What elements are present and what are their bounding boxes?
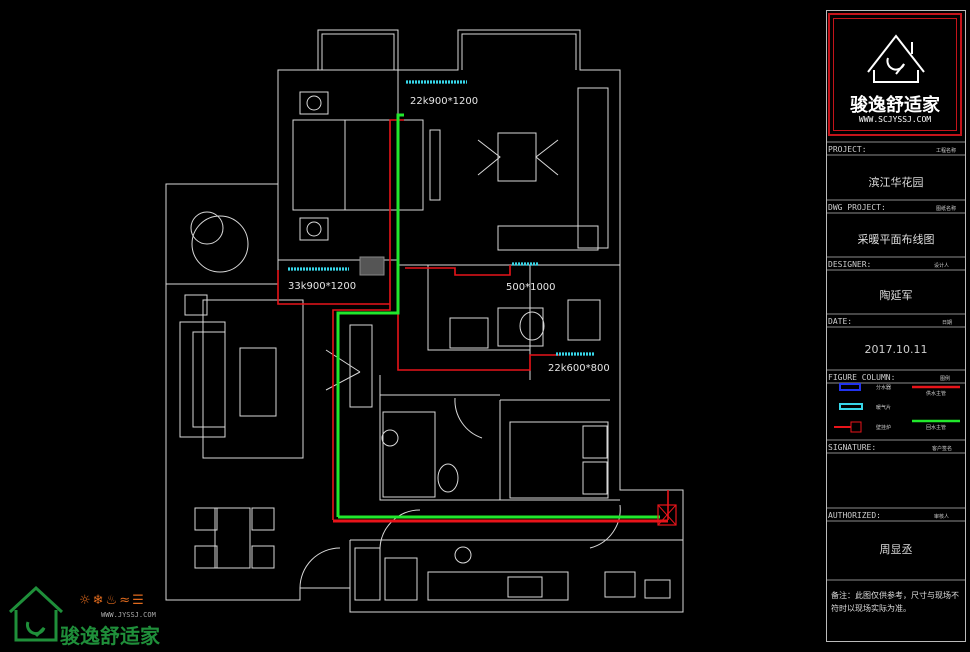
title-block [826,10,966,642]
designer-right-label: 设计人 [934,263,950,269]
watermark-icons: ☼❄♨≈☰ [79,593,146,608]
red-pipe-main [332,119,404,520]
legend-radiator-label: 暖气片 [876,405,892,411]
legend-boiler-label: 壁挂炉 [876,425,892,431]
note-text: 备注：此图仅供参考，尺寸与现场不符时以现场实际为准。 [831,591,959,613]
outer-wall [165,29,684,613]
authorized-right-label: 审核人 [934,514,950,520]
signature-right-label: 客户签名 [932,446,953,452]
kitchen-counter [427,571,569,601]
logo-house-icon [867,34,925,83]
designer-label: DESIGNER: [828,260,872,269]
tv-cabinet [349,324,373,408]
green-pipe-main [336,113,404,517]
logo-brand-text: 骏逸舒适家 [850,95,940,116]
logo-box: 骏逸舒适家 WWW.SCJYSSJ.COM [828,13,962,136]
legend-radiator-symbol [839,403,863,410]
master-bedroom-wall [277,70,398,261]
watermark-brand: 骏逸舒适家 [60,624,160,648]
project-value: 滨江华花园 [868,176,924,189]
dwg-label: DWG PROJECT: [828,203,886,212]
coffee-table [239,347,277,417]
master-bed [292,119,424,211]
wall-boiler [657,504,677,526]
authorized-label: AUTHORIZED: [828,511,881,520]
dining-table [214,507,251,569]
dwg-right-label: 图纸名称 [936,206,957,212]
balcony-top-left [317,29,399,70]
dwg-value: 采暖平面布线图 [857,233,935,246]
date-label: DATE: [828,317,853,326]
legend-supply-label: 供水主管 [926,391,947,397]
date-value: 2017.10.11 [864,343,928,356]
project-right-label: 工程名称 [936,148,957,154]
radiator-master-label: 22k900*1200 [410,96,478,107]
designer-value: 陶延军 [879,289,913,302]
project-label: PROJECT: [828,145,867,154]
authorized-value: 周显丞 [879,543,913,556]
bathroom-1-sink [449,317,489,349]
radiator-second-label: 22k600*800 [548,363,610,374]
figure-label: FIGURE COLUMN: [828,373,896,382]
radiator-left-label: 33k900*1200 [288,281,356,292]
watermark-house-icon [8,585,64,642]
watermark-url: WWW.JYSSJ.COM [101,611,156,619]
signature-label: SIGNATURE: [828,443,877,452]
second-bedroom-bed [509,421,609,499]
legend-manifold-label: 分水器 [876,385,892,391]
legend-manifold-symbol [839,383,861,391]
radiator-bath-label: 500*1000 [506,282,556,293]
wardrobe [577,87,609,249]
logo-url-text: WWW.SCJYSSJ.COM [858,115,932,124]
bathroom-2 [382,411,436,498]
figure-right-label: 图例 [940,376,951,382]
date-right-label: 日期 [942,320,953,326]
balcony-top-right [461,33,577,70]
legend-return-label: 回水主管 [926,425,947,431]
